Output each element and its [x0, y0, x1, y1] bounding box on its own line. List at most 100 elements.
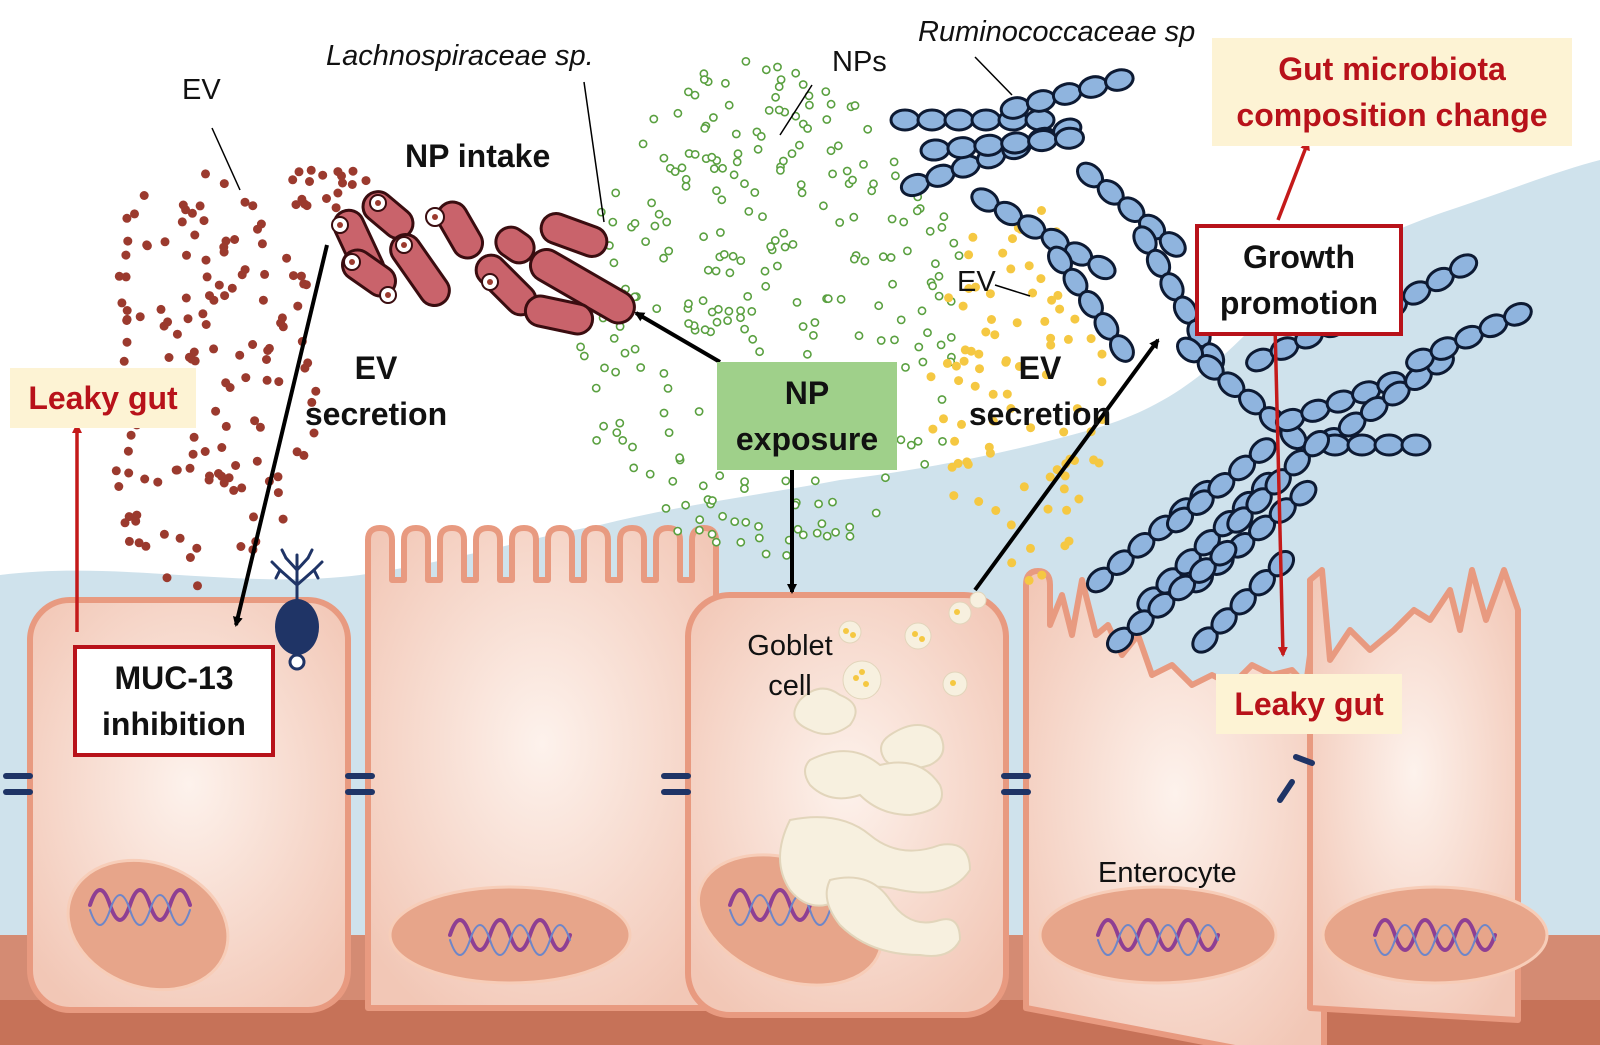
- particle: [835, 218, 845, 227]
- coccus: [916, 108, 948, 132]
- particle: [630, 344, 640, 354]
- bacteria-chain: [919, 126, 1085, 162]
- particle: [1059, 427, 1069, 437]
- particle: [754, 533, 764, 543]
- particle: [709, 164, 719, 174]
- particle: [291, 200, 301, 210]
- particle: [959, 356, 969, 366]
- particle: [273, 472, 283, 482]
- particle: [949, 238, 959, 248]
- particle: [741, 57, 751, 66]
- particle: [177, 217, 187, 227]
- muc13-inhibition-box: MUC-13 inhibition: [73, 645, 275, 757]
- particle: [1006, 520, 1016, 530]
- particle: [923, 328, 932, 338]
- particle: [650, 221, 660, 231]
- particle: [636, 363, 646, 372]
- particle: [219, 179, 229, 189]
- particle: [724, 100, 734, 110]
- particle: [700, 325, 710, 335]
- particle: [776, 165, 785, 175]
- particle: [901, 362, 910, 372]
- particle: [991, 506, 1001, 515]
- process-arrows: [233, 244, 1160, 627]
- particle: [792, 297, 802, 307]
- coccus: [1000, 131, 1032, 155]
- particle: [798, 322, 808, 331]
- particle: [780, 242, 790, 252]
- particle: [736, 306, 745, 316]
- particle: [264, 343, 274, 353]
- coccus: [1104, 68, 1135, 92]
- particle: [788, 239, 798, 249]
- coccus: [1373, 433, 1405, 457]
- particle: [988, 416, 998, 426]
- particle: [153, 477, 163, 487]
- coccus: [1289, 479, 1318, 507]
- ev-secretion-label-right: EV secretion: [968, 350, 1112, 432]
- particle: [1024, 261, 1034, 271]
- particle: [779, 228, 789, 238]
- particle: [798, 80, 808, 89]
- particle: [690, 90, 700, 100]
- particle: [724, 306, 734, 316]
- particle: [663, 383, 673, 393]
- particle: [736, 313, 745, 323]
- particle: [230, 235, 240, 244]
- particle: [699, 75, 709, 84]
- particle: [871, 508, 881, 518]
- particle: [698, 296, 708, 306]
- particle: [723, 316, 732, 325]
- nuclei: [66, 853, 1549, 992]
- particle: [707, 529, 717, 539]
- particle: [809, 330, 818, 340]
- particle: [814, 499, 823, 509]
- particle: [805, 100, 814, 110]
- ev-secretion-label-left: EV secretion: [304, 350, 448, 432]
- particle: [201, 169, 210, 179]
- particle: [817, 519, 827, 528]
- particle: [318, 170, 328, 180]
- particle: [141, 541, 151, 551]
- particle: [803, 349, 812, 359]
- tight-junctions: [3, 754, 1315, 803]
- particle: [931, 259, 940, 269]
- leaky-gut-box-left: Leaky gut: [10, 368, 196, 428]
- coccus: [973, 133, 1005, 157]
- coccus: [1051, 82, 1083, 106]
- particle: [773, 261, 782, 271]
- particle: [1001, 357, 1011, 367]
- particle: [821, 87, 831, 96]
- particle: [981, 327, 991, 337]
- coccus: [970, 108, 1002, 132]
- np-intake-label: NP intake: [405, 138, 551, 174]
- particle: [906, 440, 916, 450]
- particle: [964, 250, 974, 260]
- particle: [241, 373, 251, 383]
- particle: [937, 395, 947, 404]
- particle: [987, 315, 996, 324]
- particle: [664, 246, 674, 256]
- particle: [214, 280, 224, 290]
- particle: [740, 477, 749, 486]
- particle: [741, 517, 751, 527]
- particle: [181, 293, 191, 303]
- particle: [797, 188, 807, 198]
- particle: [600, 363, 609, 373]
- particle: [881, 473, 890, 483]
- coccus: [1024, 108, 1056, 132]
- particle: [740, 324, 749, 334]
- particle: [849, 212, 859, 222]
- particle: [681, 500, 690, 510]
- particle: [156, 304, 166, 314]
- particle: [331, 203, 341, 213]
- particle: [716, 228, 725, 237]
- particle: [828, 169, 837, 179]
- particle: [235, 350, 245, 360]
- particle: [920, 459, 930, 469]
- particle: [928, 281, 937, 291]
- ev-label-left: EV: [182, 74, 221, 106]
- particle: [842, 166, 852, 176]
- particle: [1086, 334, 1096, 344]
- particle: [652, 304, 662, 313]
